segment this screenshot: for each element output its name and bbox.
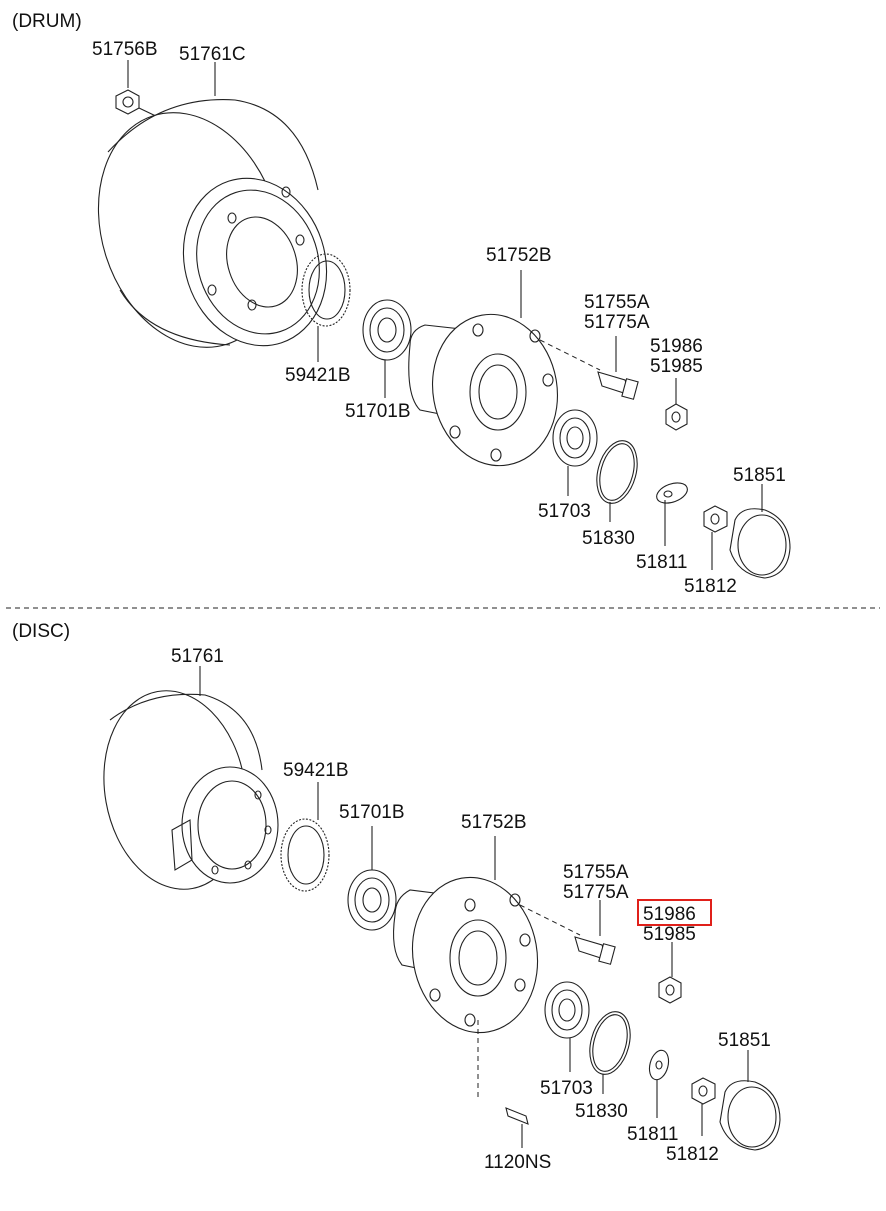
label-51761[interactable]: 51761 [171, 646, 224, 667]
wheel-hub-51752b-disc[interactable] [393, 836, 581, 1098]
brake-disc-51761[interactable] [89, 666, 279, 901]
outer-bearing-51701b[interactable] [362, 299, 412, 398]
label-51830-disc[interactable]: 51830 [575, 1101, 628, 1122]
label-51752b-drum[interactable]: 51752B [486, 245, 552, 266]
washer-51811-disc[interactable] [646, 1048, 671, 1118]
label-1120ns[interactable]: 1120NS [484, 1152, 551, 1173]
label-51755a-drum[interactable]: 51755A [584, 292, 650, 313]
label-51703-disc[interactable]: 51703 [540, 1078, 593, 1099]
hub-cap-51851[interactable] [729, 484, 791, 579]
label-51851-disc[interactable]: 51851 [718, 1030, 771, 1051]
label-51986-drum[interactable]: 51986 [650, 336, 703, 357]
oil-seal-51830[interactable] [590, 436, 643, 522]
label-51775a-drum[interactable]: 51775A [584, 312, 650, 333]
label-51851-drum[interactable]: 51851 [733, 465, 786, 486]
label-51985-disc[interactable]: 51985 [643, 924, 696, 945]
wheel-stud[interactable] [597, 336, 639, 400]
label-51755a-disc[interactable]: 51755A [563, 862, 629, 883]
hub-nut-51812-disc[interactable] [691, 1077, 716, 1136]
wheel-hub-51752b[interactable] [408, 270, 601, 476]
label-51701b-drum[interactable]: 51701B [345, 401, 411, 422]
outer-bearing-51701b-disc[interactable] [347, 826, 397, 931]
hub-cap-51851-disc[interactable] [719, 1050, 781, 1151]
oil-seal-51830-disc[interactable] [583, 1007, 636, 1094]
inner-bearing-51703-disc[interactable] [544, 981, 590, 1072]
wheel-stud-disc[interactable] [574, 900, 616, 965]
label-51812-drum[interactable]: 51812 [684, 576, 737, 597]
label-51986-disc[interactable]: 51986 [643, 904, 696, 925]
brake-drum-51761c[interactable] [69, 62, 348, 371]
wheel-nut[interactable] [665, 378, 688, 431]
drum-nut-51756b[interactable] [115, 60, 161, 119]
disc-section-title: (DISC) [12, 621, 70, 642]
label-51701b-disc[interactable]: 51701B [339, 802, 405, 823]
label-51812-disc[interactable]: 51812 [666, 1144, 719, 1165]
tone-ring-59421b-disc[interactable] [280, 782, 330, 892]
label-51985-drum[interactable]: 51985 [650, 356, 703, 377]
label-51752b-disc[interactable]: 51752B [461, 812, 527, 833]
label-51811-drum[interactable]: 51811 [636, 552, 687, 573]
label-51830-drum[interactable]: 51830 [582, 528, 635, 549]
washer-51811[interactable] [654, 479, 690, 546]
hub-nut-51812[interactable] [703, 505, 728, 570]
tone-ring-59421b[interactable] [301, 253, 351, 362]
highlight-box-51986 [637, 899, 712, 926]
drum-section-title: (DRUM) [12, 11, 82, 32]
label-51811-disc[interactable]: 51811 [627, 1124, 678, 1145]
label-51775a-disc[interactable]: 51775A [563, 882, 629, 903]
bolt-1120ns[interactable] [505, 1107, 529, 1148]
inner-bearing-51703[interactable] [552, 409, 598, 496]
label-51756b[interactable]: 51756B [92, 39, 158, 60]
label-51761c[interactable]: 51761C [179, 44, 246, 65]
wheel-nut-disc[interactable] [658, 942, 682, 1004]
label-51703-drum[interactable]: 51703 [538, 501, 591, 522]
label-59421b-disc[interactable]: 59421B [283, 760, 349, 781]
label-59421b-drum[interactable]: 59421B [285, 365, 351, 386]
